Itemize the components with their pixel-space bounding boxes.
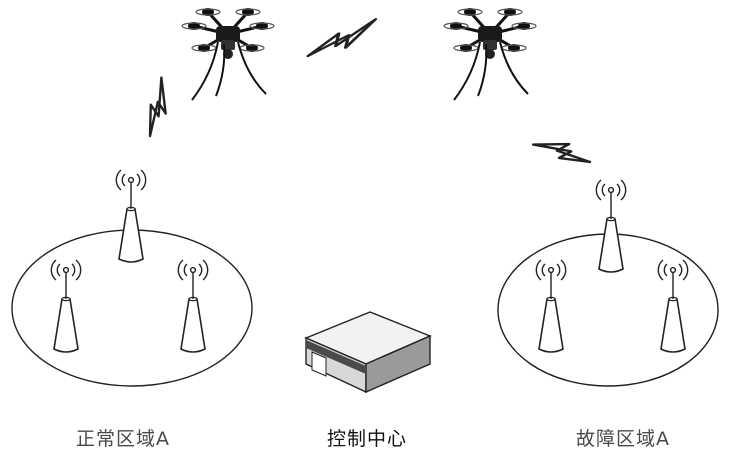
signal-tower-icon <box>596 180 625 272</box>
wireless-link-icon <box>533 124 590 182</box>
drone-icon <box>182 8 274 100</box>
fault-area-label: 故障区域A <box>576 424 670 451</box>
signal-tower-icon <box>536 260 565 352</box>
signal-tower-icon <box>178 260 207 352</box>
drone-icon <box>444 8 536 100</box>
normal-area-label: 正常区域A <box>76 424 170 451</box>
wireless-link-icon <box>127 78 184 136</box>
signal-tower-icon <box>116 170 145 262</box>
control-center-label: 控制中心 <box>327 424 407 451</box>
signal-tower-icon <box>658 260 687 352</box>
signal-tower-icon <box>51 260 80 352</box>
wireless-link-icon <box>304 19 379 56</box>
control-center-building-icon <box>306 312 430 392</box>
